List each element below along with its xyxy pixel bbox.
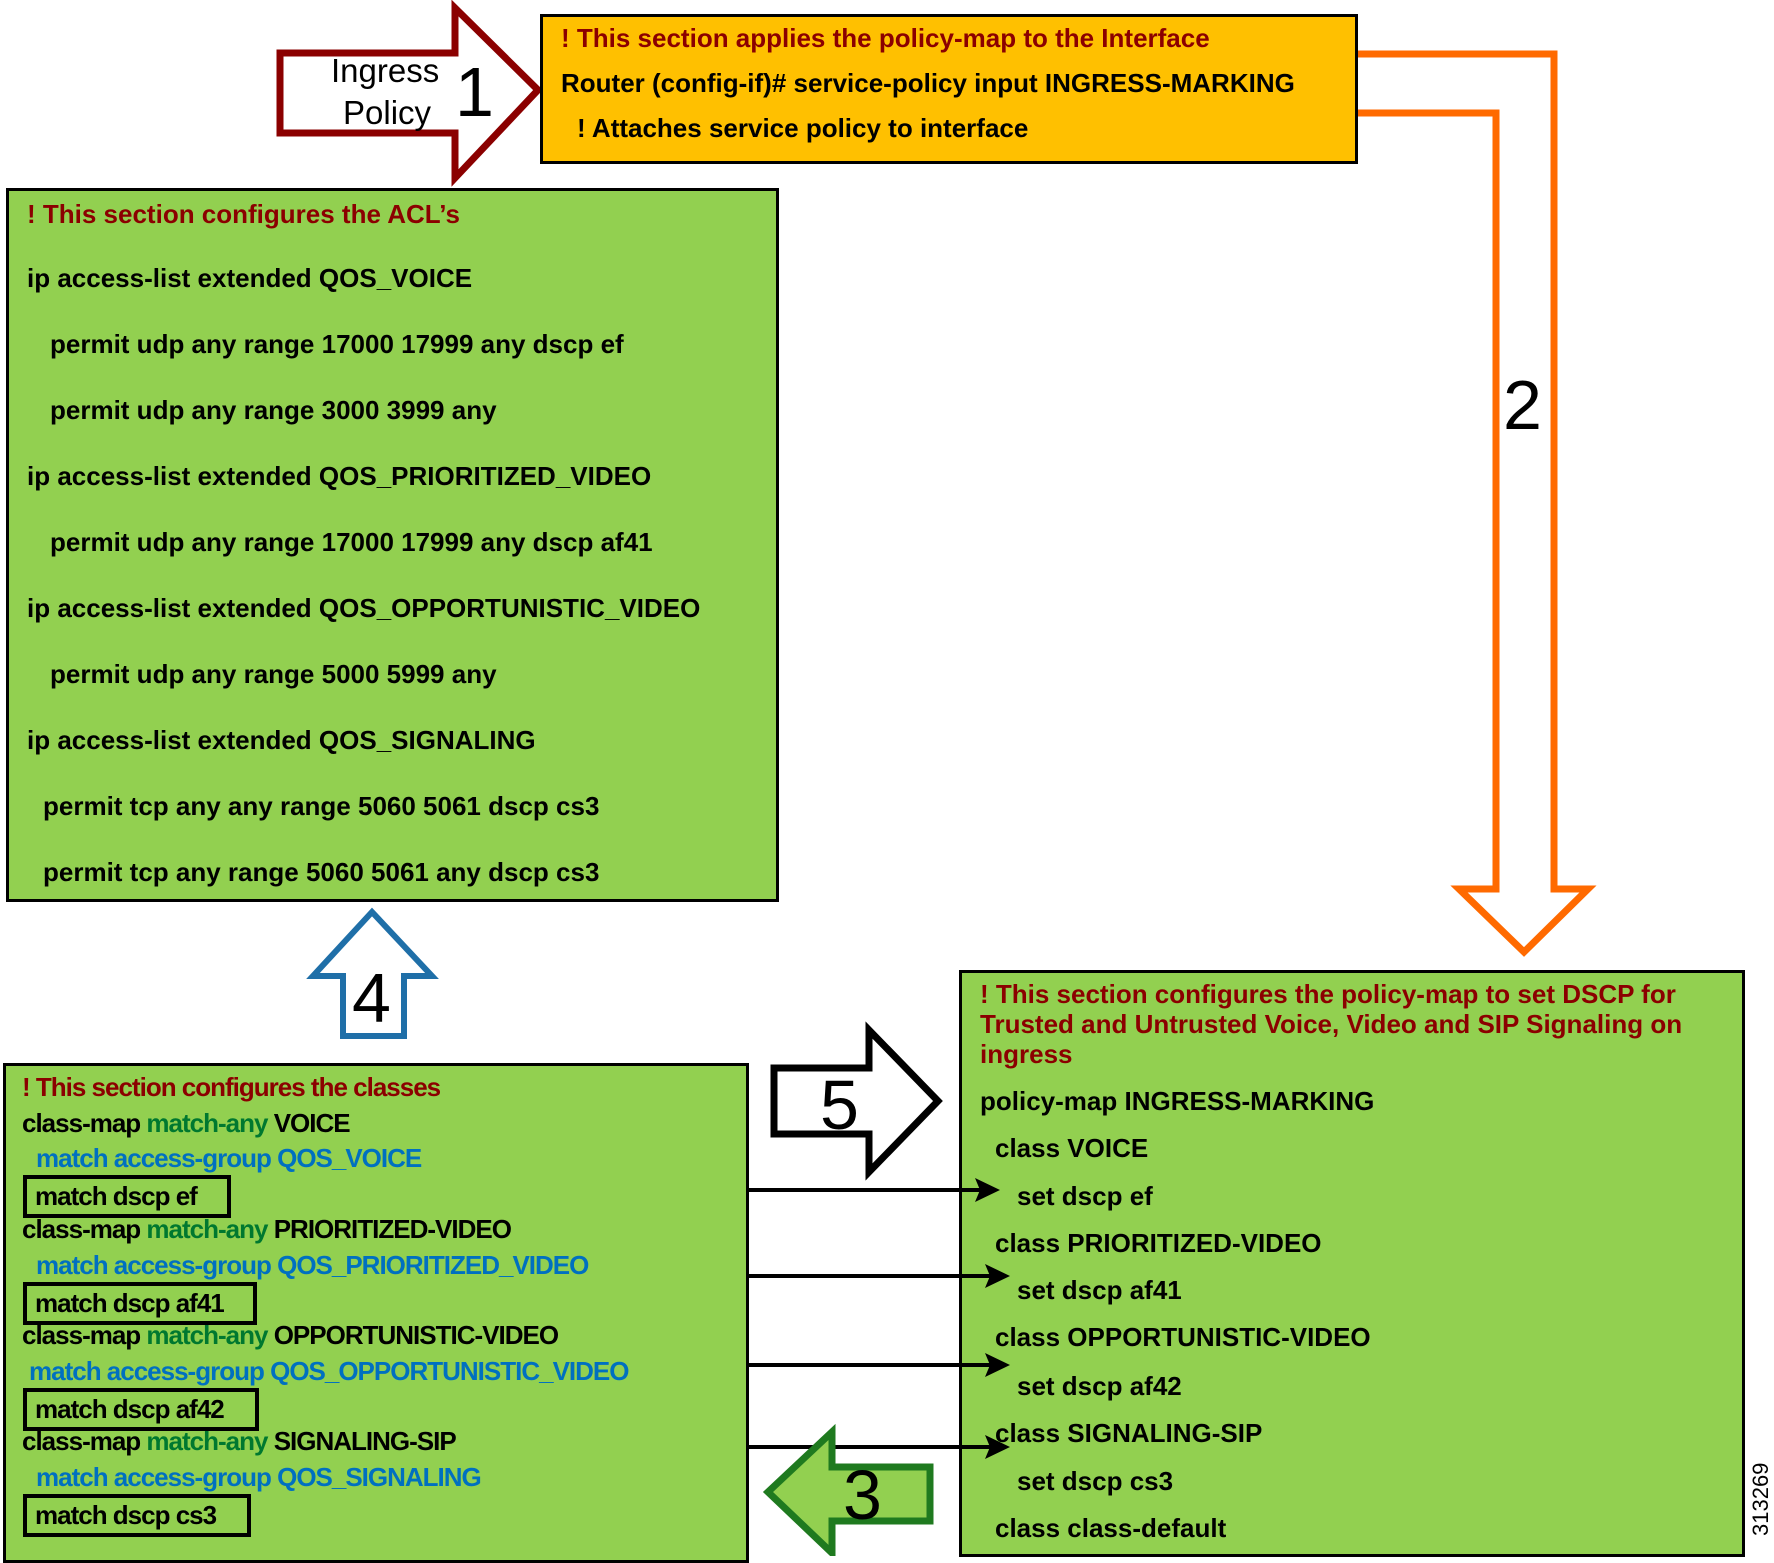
match-dscp-text: match dscp af42 [35,1394,225,1424]
class-map-line-voice: class-map match-any VOICE [22,1108,351,1139]
acl-section-box: ! This section configures the ACL’s ip a… [6,188,779,902]
class-map-keyword: class-map [22,1108,141,1138]
interface-comment: ! This section applies the policy-map to… [561,23,1210,53]
match-dscp-ef-box: match dscp ef [23,1175,231,1218]
class-map-section-box: ! This section configures the classes cl… [3,1063,749,1563]
acl-line: permit udp any range 17000 17999 any dsc… [50,329,624,359]
step-3-label: 3 [843,1456,882,1534]
policy-line: set dscp cs3 [1017,1466,1174,1496]
match-access-group: match access-group QOS_OPPORTUNISTIC_VID… [29,1356,629,1386]
interface-section-box: ! This section applies the policy-map to… [540,14,1358,164]
figure-id: 313269 [1748,1462,1773,1536]
acl-line: permit tcp any any range 5060 5061 dscp … [43,791,600,821]
step-2-label: 2 [1503,366,1542,444]
match-dscp-cs3-box: match dscp cs3 [23,1494,251,1537]
match-any-keyword: match-any [146,1320,268,1350]
policy-line: class OPPORTUNISTIC-VIDEO [995,1322,1371,1352]
acl-line: ip access-list extended QOS_VOICE [27,263,473,293]
match-access-group: match access-group QOS_SIGNALING [36,1462,482,1492]
match-dscp-text: match dscp af41 [35,1288,225,1318]
ingress-arrow [276,0,543,187]
policy-line: policy-map INGRESS-MARKING [980,1086,1375,1116]
match-dscp-text: match dscp ef [35,1181,198,1211]
arrowhead-af41 [985,1264,1010,1288]
class-map-line-prioritized-video: class-map match-any PRIORITIZED-VIDEO [22,1214,512,1245]
match-dscp-af41-box: match dscp af41 [23,1282,257,1325]
policy-line: class VOICE [995,1133,1149,1163]
acl-line: permit udp any range 5000 5999 any [50,659,497,689]
policy-map-section-box: ! This section configures the policy-map… [959,970,1745,1557]
match-access-group: match access-group QOS_PRIORITIZED_VIDEO [36,1250,589,1280]
ingress-arrow-label-1: Ingress [331,52,440,89]
acl-comment: ! This section configures the ACL’s [27,199,460,229]
class-name: VOICE [273,1108,351,1138]
class-map-keyword: class-map [22,1320,141,1350]
step-1-label: 1 [455,53,494,131]
acl-line: permit udp any range 17000 17999 any dsc… [50,527,653,557]
policy-line: class SIGNALING-SIP [995,1418,1263,1448]
policy-line: set dscp ef [1017,1181,1153,1211]
right-arrow [770,1021,943,1181]
ingress-arrow-label-2: Policy [343,94,432,131]
class-name: OPPORTUNISTIC-VIDEO [273,1320,559,1350]
left-arrow [762,1423,934,1556]
class-map-line-opportunistic-video: class-map match-any OPPORTUNISTIC-VIDEO [22,1320,559,1351]
policy-line: set dscp af42 [1017,1371,1182,1401]
class-map-keyword: class-map [22,1426,141,1456]
policy-line: class PRIORITIZED-VIDEO [995,1228,1322,1258]
arrowhead-ef [975,1178,1000,1202]
acl-line: ip access-list extended QOS_OPPORTUNISTI… [27,593,701,623]
class-map-line-signaling-sip: class-map match-any SIGNALING-SIP [22,1426,457,1457]
acl-line: ip access-list extended QOS_PRIORITIZED_… [27,461,652,491]
classes-comment: ! This section configures the classes [22,1072,441,1102]
policy-line: set dscp af41 [1017,1275,1182,1305]
class-name: PRIORITIZED-VIDEO [273,1214,512,1244]
orange-arrow-outer [1358,50,1597,957]
arrowhead-cs3 [985,1435,1010,1459]
policy-line: class class-default [995,1513,1227,1543]
match-any-keyword: match-any [146,1426,268,1456]
match-dscp-af42-box: match dscp af42 [23,1388,259,1431]
policy-comment: ! This section configures the policy-map… [980,979,1683,1069]
class-map-keyword: class-map [22,1214,141,1244]
match-access-group: match access-group QOS_VOICE [36,1143,422,1173]
class-name: SIGNALING-SIP [273,1426,457,1456]
match-any-keyword: match-any [146,1214,268,1244]
match-dscp-text: match dscp cs3 [35,1500,217,1530]
match-any-keyword: match-any [146,1108,268,1138]
acl-line: permit tcp any range 5060 5061 any dscp … [43,857,600,887]
step-5-label: 5 [820,1066,859,1144]
acl-line: ip access-list extended QOS_SIGNALING [27,725,536,755]
step-4-label: 4 [352,959,391,1037]
arrowhead-af42 [985,1353,1010,1377]
up-arrow [306,907,439,1039]
acl-line: permit udp any range 3000 3999 any [50,395,497,425]
service-policy-command: Router (config-if)# service-policy input… [561,68,1295,98]
interface-note: ! Attaches service policy to interface [577,113,1029,143]
